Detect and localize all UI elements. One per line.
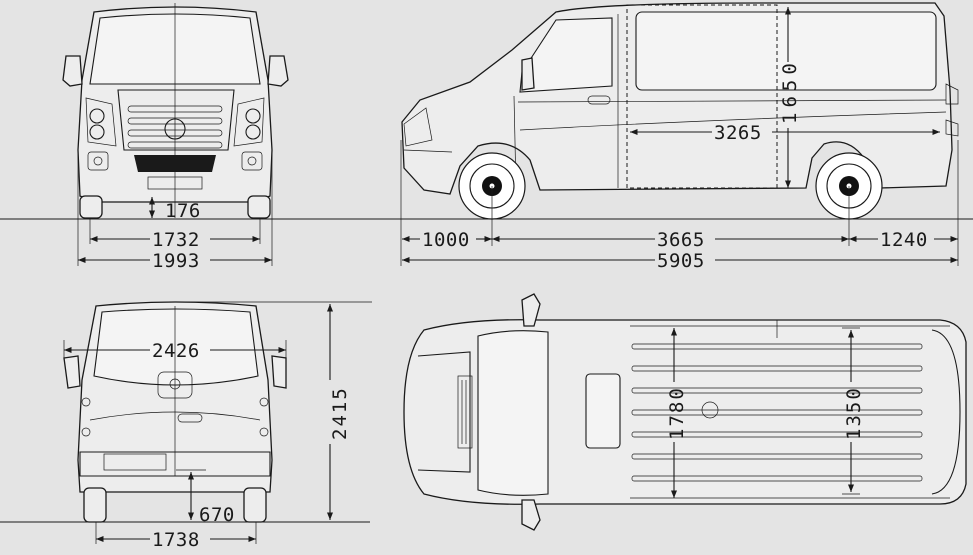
front-track-label: 1732 (152, 229, 200, 251)
side-wheelbase-label: 3665 (657, 229, 705, 251)
side-cargo-height-label: 1650 (779, 58, 801, 124)
rear-height-label: 2415 (329, 386, 351, 440)
rear-view: 2426 2415 670 1738 (0, 301, 372, 551)
roof-ribs (631, 343, 923, 482)
front-width-label: 1993 (152, 250, 200, 272)
front-view: 176 1732 1993 (62, 3, 289, 272)
front-ground-clearance-label: 176 (165, 200, 201, 222)
side-front-overhang-label: 1000 (422, 229, 470, 251)
side-rear-overhang-label: 1240 (880, 229, 928, 251)
top-arch-width-label: 1350 (843, 386, 865, 440)
side-cargo-length-label: 3265 (714, 122, 762, 144)
rear-load-height-label: 670 (199, 504, 235, 526)
side-view: 1000 3665 1240 5905 3265 1650 (400, 2, 959, 272)
top-cargo-width-label: 1780 (666, 386, 688, 440)
side-length-label: 5905 (657, 250, 705, 272)
rear-track-label: 1738 (152, 529, 200, 551)
top-view: 1780 1350 (403, 293, 967, 531)
rear-mirror-width-label: 2426 (152, 340, 200, 362)
